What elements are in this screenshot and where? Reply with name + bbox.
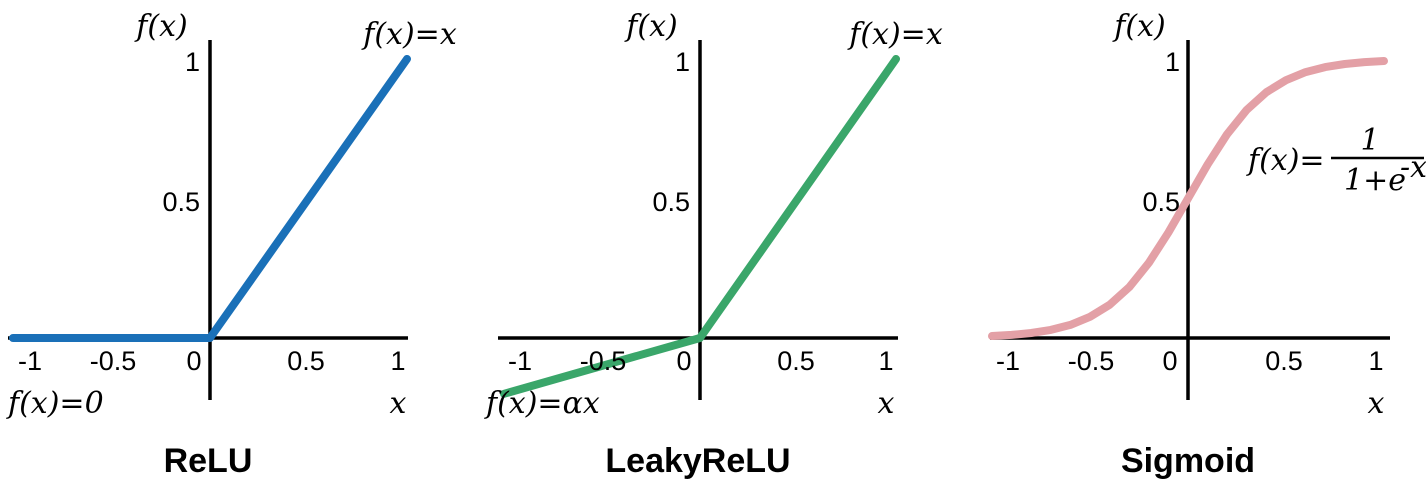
relu-xtick-m05: -0.5 (90, 346, 137, 376)
leakyrelu-xtick-0: 0 (676, 346, 691, 376)
leakyrelu-xtick-m1: -1 (508, 346, 532, 376)
sigmoid-panel: -1 -0.5 0 0.5 1 0.5 1 f(x) x f(x)= 1 1+e… (988, 9, 1426, 480)
sigmoid-formula-lhs: f(x)= (1246, 143, 1325, 178)
sigmoid-xtick-05: 0.5 (1265, 346, 1303, 376)
leakyrelu-panel: -1 -0.5 0 0.5 1 0.5 1 f(x) x f(x)=x f(x)… (484, 9, 943, 480)
relu-title: ReLU (164, 442, 253, 480)
leakyrelu-title: LeakyReLU (605, 442, 790, 480)
relu-curve (9, 55, 411, 342)
leakyrelu-xtick-1: 1 (878, 346, 893, 376)
relu-xtick-m1: -1 (18, 346, 42, 376)
sigmoid-title: Sigmoid (1121, 442, 1255, 480)
sigmoid-xtick-1: 1 (1368, 346, 1383, 376)
relu-panel: -1 -0.5 0 0.5 1 0.5 1 f(x) x f(x)=x f(x)… (6, 9, 457, 480)
leakyrelu-xtick-05: 0.5 (777, 346, 815, 376)
sigmoid-xtick-0: 0 (1162, 346, 1177, 376)
leakyrelu-curve (500, 55, 900, 398)
sigmoid-curve (988, 57, 1388, 340)
sigmoid-formula: f(x)= 1 1+e -x (1246, 123, 1426, 198)
relu-ylabel: f(x) (134, 9, 187, 44)
sigmoid-formula-denominator: 1+e (1344, 163, 1406, 198)
sigmoid-xtick-m1: -1 (996, 346, 1020, 376)
relu-ytick-1: 1 (185, 47, 200, 77)
relu-xtick-05: 0.5 (287, 346, 325, 376)
relu-xtick-1: 1 (390, 346, 405, 376)
sigmoid-ylabel: f(x) (1112, 9, 1165, 44)
relu-annotation-positive: f(x)=x (361, 17, 457, 52)
sigmoid-ytick-1: 1 (1165, 47, 1180, 77)
relu-xlabel: x (390, 386, 407, 421)
leakyrelu-ytick-05: 0.5 (652, 187, 690, 217)
leakyrelu-ytick-1: 1 (675, 47, 690, 77)
relu-xtick-0: 0 (186, 346, 201, 376)
sigmoid-ytick-05: 0.5 (1142, 187, 1180, 217)
relu-ytick-05: 0.5 (162, 187, 200, 217)
leakyrelu-annotation-positive: f(x)=x (847, 17, 943, 52)
leakyrelu-ylabel: f(x) (624, 9, 677, 44)
sigmoid-formula-exponent: -x (1400, 150, 1426, 185)
leakyrelu-xlabel: x (878, 386, 895, 421)
sigmoid-xlabel: x (1368, 386, 1385, 421)
relu-annotation-negative: f(x)=0 (6, 386, 104, 421)
leakyrelu-annotation-negative: f(x)=αx (484, 386, 600, 421)
leakyrelu-xtick-m05: -0.5 (580, 346, 627, 376)
sigmoid-formula-numerator: 1 (1360, 123, 1379, 158)
sigmoid-xtick-m05: -0.5 (1068, 346, 1115, 376)
